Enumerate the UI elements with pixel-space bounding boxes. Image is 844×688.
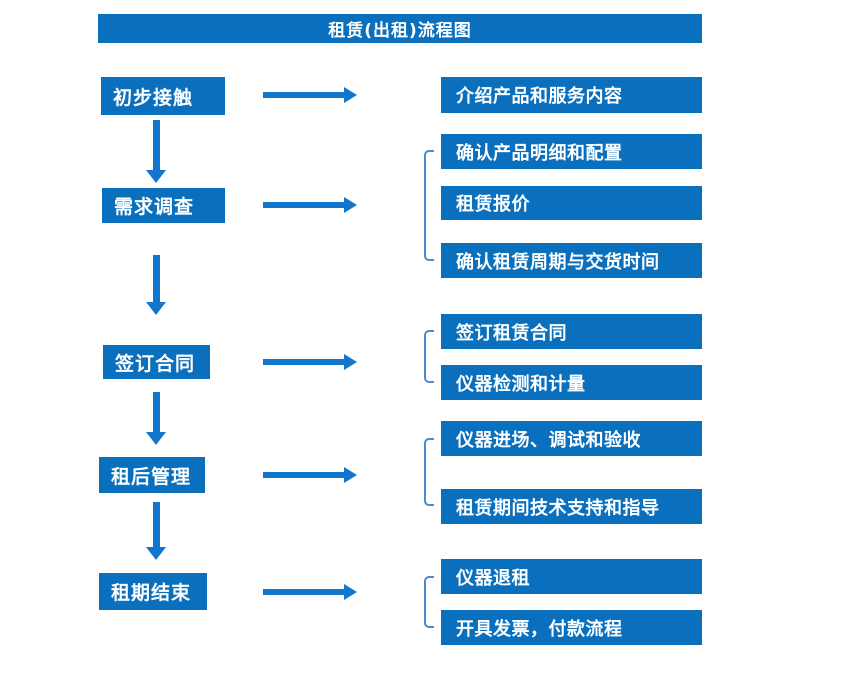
down-arrow-shaft: [153, 255, 160, 303]
output-box: 介绍产品和服务内容: [441, 77, 702, 113]
output-box: 确认租赁周期与交货时间: [441, 243, 702, 278]
group-bracket: [424, 330, 434, 383]
right-arrow-head: [344, 197, 357, 213]
group-bracket: [424, 150, 434, 261]
output-box: 租赁期间技术支持和指导: [441, 489, 702, 524]
right-arrow: [263, 87, 357, 103]
group-bracket: [424, 438, 434, 506]
down-arrow-shaft: [153, 120, 160, 171]
down-arrow: [146, 502, 167, 560]
right-arrow: [263, 584, 357, 600]
stage-box-post-rental-management: 租后管理: [99, 457, 205, 493]
page-title: 租赁(出租)流程图: [328, 21, 472, 41]
right-arrow-head: [344, 87, 357, 103]
down-arrow-head: [146, 547, 166, 560]
right-arrow-shaft: [263, 472, 344, 478]
output-box: 确认产品明细和配置: [441, 134, 702, 169]
down-arrow: [146, 120, 167, 183]
down-arrow: [146, 255, 167, 315]
down-arrow-head: [146, 170, 166, 183]
output-box: 仪器检测和计量: [441, 365, 702, 400]
output-box: 签订租赁合同: [441, 314, 702, 349]
down-arrow: [146, 392, 167, 445]
right-arrow-shaft: [263, 92, 344, 98]
stage-box-rental-end: 租期结束: [99, 573, 207, 610]
right-arrow: [263, 354, 357, 370]
down-arrow-head: [146, 302, 166, 315]
right-arrow-shaft: [263, 359, 344, 365]
output-box: 租赁报价: [441, 186, 702, 220]
output-box: 开具发票，付款流程: [441, 610, 702, 645]
group-bracket: [424, 576, 434, 628]
right-arrow-shaft: [263, 202, 344, 208]
down-arrow-shaft: [153, 502, 160, 548]
right-arrow-shaft: [263, 589, 344, 595]
stage-box-sign-contract: 签订合同: [103, 345, 210, 379]
down-arrow-shaft: [153, 392, 160, 433]
right-arrow-head: [344, 584, 357, 600]
stage-box-initial-contact: 初步接触: [101, 77, 225, 115]
output-box: 仪器进场、调试和验收: [441, 421, 702, 456]
title-banner: 租赁(出租)流程图: [98, 14, 702, 43]
right-arrow: [263, 467, 357, 483]
stage-box-needs-survey: 需求调查: [102, 188, 225, 223]
right-arrow: [263, 197, 357, 213]
output-box: 仪器退租: [441, 559, 702, 594]
right-arrow-head: [344, 354, 357, 370]
right-arrow-head: [344, 467, 357, 483]
down-arrow-head: [146, 432, 166, 445]
